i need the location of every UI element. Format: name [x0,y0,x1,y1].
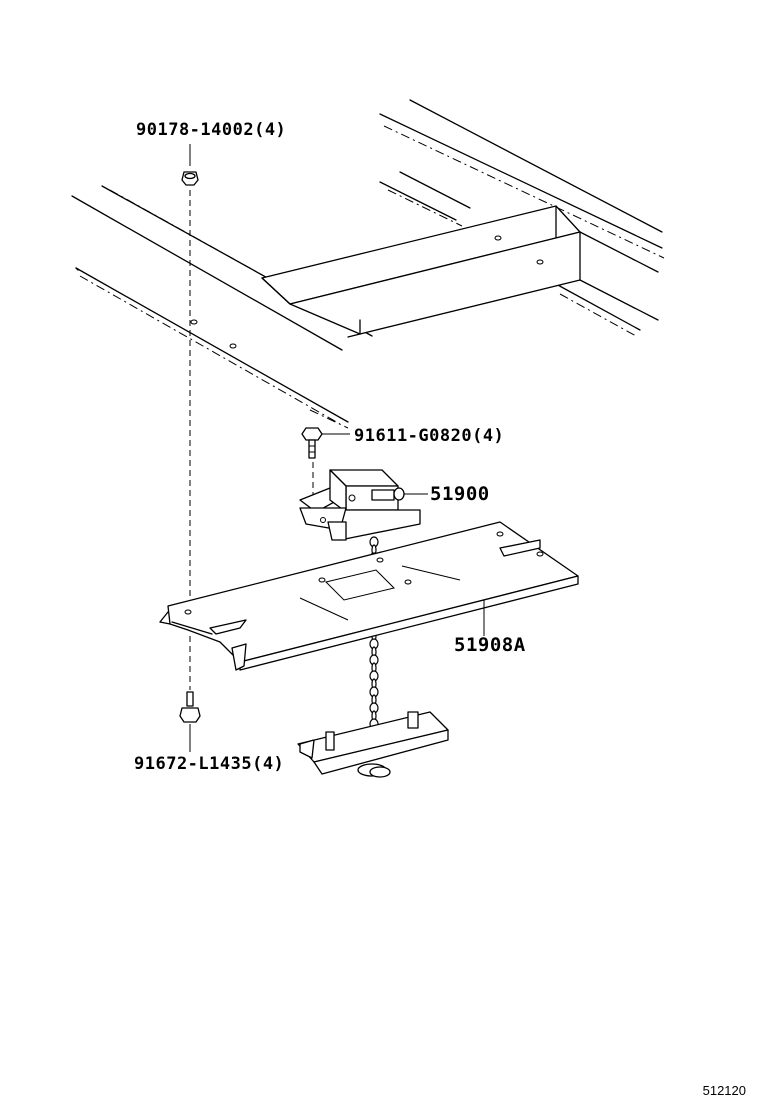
part-label-bottom-bolt-text: 91672-L1435(4) [134,754,285,774]
tire-hanger [297,711,449,778]
frame-rails [71,99,665,425]
part-label-winch: 51900 [430,483,490,505]
part-label-nut: 90178-14002(4) [136,120,287,140]
carrier-bracket [159,521,579,671]
winch-assembly [299,469,428,541]
figure-number: 512120 [702,1083,746,1098]
hex-bolt-icon [301,427,350,459]
flange-nut-icon [181,144,199,186]
flange-bolt-icon [179,636,201,752]
part-label-bolt: 91611-G0820(4) [354,426,505,446]
part-label-carrier: 51908A [454,634,526,656]
